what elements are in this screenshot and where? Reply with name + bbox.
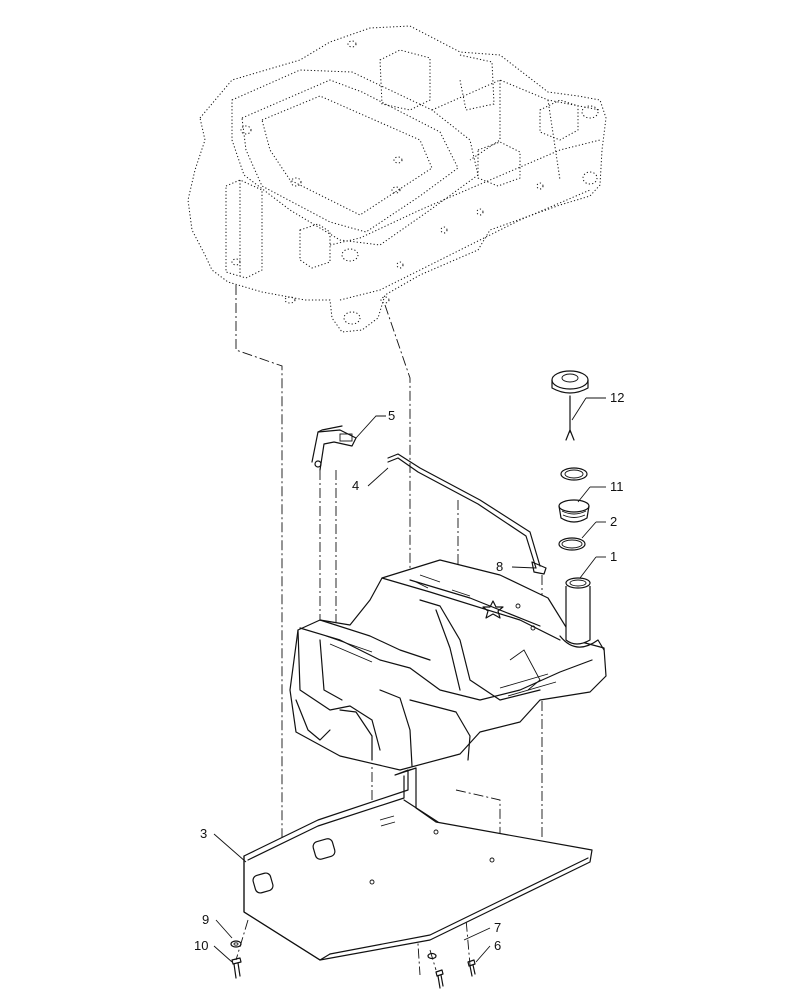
callout-8: 8: [496, 559, 503, 574]
callout-12: 12: [610, 390, 624, 405]
callout-11: 11: [610, 479, 624, 494]
callout-3: 3: [200, 826, 207, 841]
callout-leaders: [213, 397, 606, 963]
filler-strainer: [558, 499, 590, 523]
callout-4: 4: [352, 478, 359, 493]
guard-plate: [243, 767, 593, 961]
strap-bracket: [311, 425, 357, 471]
callout-labels: 12 11 2 1 5 4 8 3 9 10 7 6: [194, 390, 624, 953]
tank-strap: [387, 453, 547, 575]
filler-cap-with-dipstick: [551, 370, 589, 441]
callout-6: 6: [494, 938, 501, 953]
o-ring-seal: [558, 537, 586, 551]
retaining-ring: [560, 467, 588, 481]
callout-9: 9: [202, 912, 209, 927]
callout-5: 5: [388, 408, 395, 423]
callout-1: 1: [610, 549, 617, 564]
callout-7: 7: [494, 920, 501, 935]
fuel-tank: [289, 559, 607, 771]
callout-2: 2: [610, 514, 617, 529]
callout-10: 10: [194, 938, 208, 953]
chassis-frame: [187, 25, 607, 333]
fasteners: [230, 940, 476, 989]
